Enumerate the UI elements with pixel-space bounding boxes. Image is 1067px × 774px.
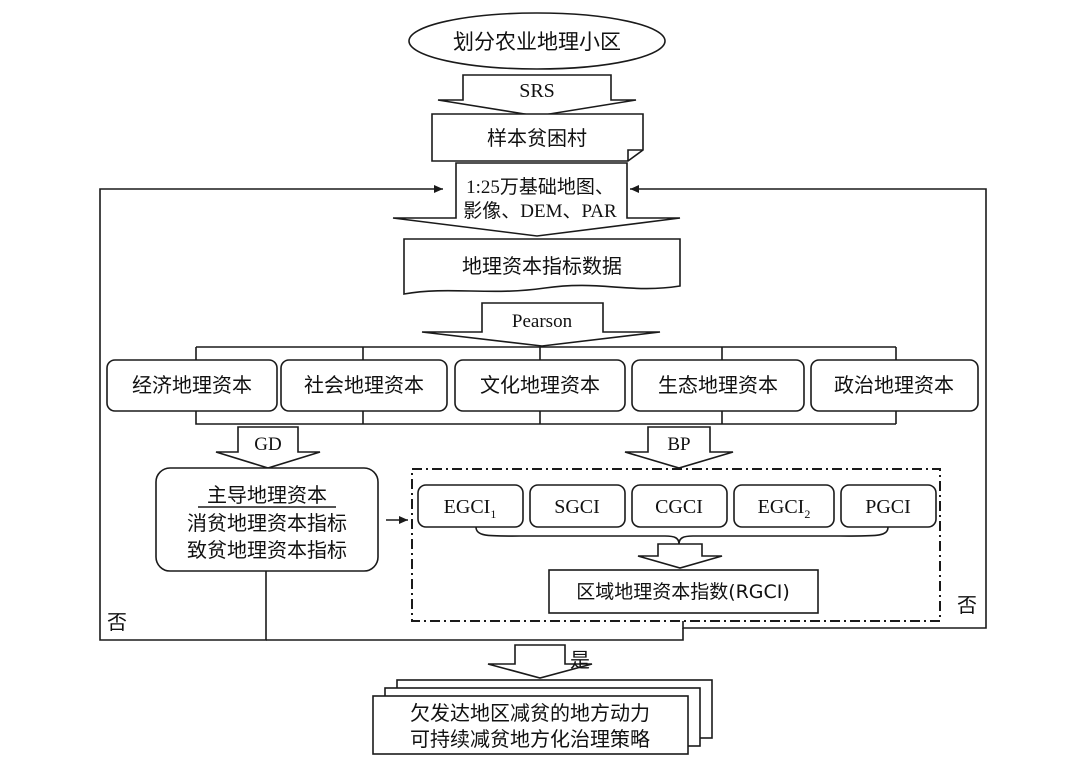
source-box (392, 162, 681, 237)
sample-fold (627, 149, 643, 161)
index-egci2-label: EGCI2 (758, 496, 811, 521)
left-feedback-line (99, 185, 443, 641)
pearson-arrow (421, 302, 661, 347)
bp-label: BP (667, 434, 690, 455)
output-line1: 欠发达地区减贫的地方动力 (410, 701, 650, 725)
capital-political-box (810, 359, 979, 412)
gd-label: GD (254, 434, 281, 455)
srs-label: SRS (519, 80, 555, 102)
index-egci1-label: EGCI1 (444, 496, 497, 521)
dominant-capital-box (155, 467, 379, 572)
start-label: 划分农业地理小区 (453, 30, 621, 54)
capital-economic-label: 经济地理资本 (132, 373, 252, 397)
capital-economic-box (106, 359, 278, 412)
index-pgci-label: PGCI (865, 496, 911, 518)
rgci-arrow (637, 543, 723, 569)
capital-social-box (280, 359, 448, 412)
output-doc-front (372, 695, 689, 755)
srs-arrow (437, 74, 637, 117)
indicator-data-box (403, 238, 681, 295)
capital-ecological-box (631, 359, 805, 412)
rgci-box (548, 569, 819, 614)
capital-cultural-label: 文化地理资本 (480, 373, 600, 397)
yes-arrow (487, 644, 593, 679)
capital-cultural-box (454, 359, 626, 412)
bp-arrow (624, 426, 734, 469)
capital-social-label: 社会地理资本 (304, 373, 424, 397)
rgci-label: 区域地理资本指数(RGCI) (576, 581, 790, 603)
index-egci2-box (733, 484, 835, 528)
start-ellipse (408, 12, 666, 70)
merge-line (266, 628, 684, 641)
right-feedback-line (630, 185, 987, 629)
index-cgci-label: CGCI (655, 496, 703, 518)
source-line1: 1:25万基础地图、 (466, 176, 614, 198)
pearson-label: Pearson (512, 311, 573, 332)
index-region-frame (411, 468, 941, 622)
output-line2: 可持续减贫地方化治理策略 (410, 727, 650, 751)
index-egci1-box (417, 484, 524, 528)
sample-box (431, 113, 644, 162)
dominant-line2: 消贫地理资本指标 (187, 511, 347, 535)
capital-bottom-connector (195, 411, 897, 425)
yes-label: 是 (570, 648, 590, 672)
gd-arrow (215, 426, 321, 469)
source-line2: 影像、DEM、PAR (463, 200, 617, 222)
indicator-data-label: 地理资本指标数据 (462, 254, 622, 278)
left-no-label: 否 (107, 610, 127, 634)
capital-ecological-label: 生态地理资本 (658, 373, 778, 397)
dominant-title: 主导地理资本 (207, 483, 327, 507)
index-cgci-box (631, 484, 728, 528)
dominant-line3: 致贫地理资本指标 (187, 538, 347, 562)
right-no-label: 否 (957, 593, 977, 617)
sample-label: 样本贫困村 (487, 126, 587, 150)
index-brace (475, 526, 889, 545)
index-sgci-box (529, 484, 626, 528)
capital-political-label: 政治地理资本 (834, 373, 954, 397)
capital-top-connector (195, 346, 897, 360)
index-sgci-label: SGCI (554, 496, 600, 518)
